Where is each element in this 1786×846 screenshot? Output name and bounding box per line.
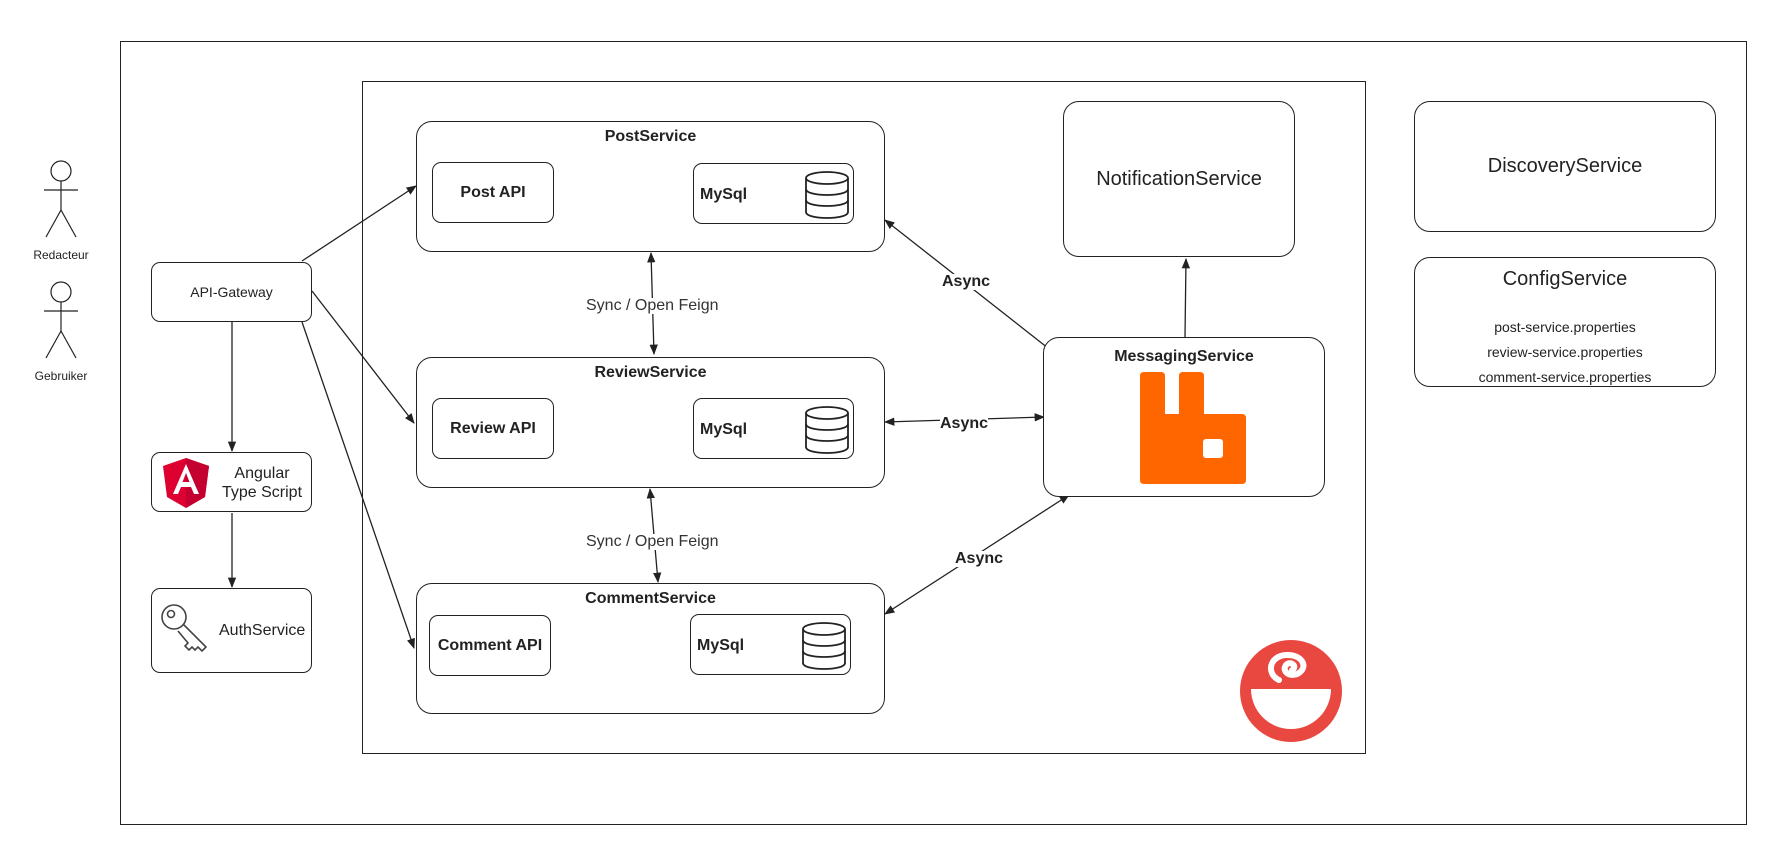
review-api-box[interactable]: Review API <box>432 398 554 459</box>
actor-gebruiker: Gebruiker <box>28 281 94 386</box>
post-api-label: Post API <box>460 183 526 201</box>
comment-db-box[interactable]: MySql <box>690 614 851 675</box>
comment-service-title: CommentService <box>585 590 716 607</box>
comment-api-box[interactable]: Comment API <box>429 615 551 676</box>
review-db-box[interactable]: MySql <box>693 398 854 459</box>
angular-label-line2: Type Script <box>221 484 303 501</box>
comment-api-label: Comment API <box>437 636 543 654</box>
post-db-label: MySql <box>700 186 748 203</box>
api-gateway-label: API-Gateway <box>190 284 273 300</box>
sync-label-post-review: Sync / Open Feign <box>586 297 719 314</box>
config-file-item: review-service.properties <box>1487 344 1643 360</box>
async-label-review: Async <box>940 415 989 432</box>
database-icon <box>805 171 849 219</box>
actor-redacteur: Redacteur <box>28 160 94 265</box>
sync-label-review-comment: Sync / Open Feign <box>586 533 719 550</box>
zipkin-logo-icon <box>1240 640 1342 742</box>
messaging-service-title: MessagingService <box>1114 348 1254 365</box>
config-service-node[interactable]: ConfigService post-service.properties re… <box>1414 257 1716 387</box>
comment-db-label: MySql <box>697 637 745 654</box>
async-label-comment: Async <box>955 550 1004 567</box>
database-icon <box>805 406 849 454</box>
outer-boundary <box>120 41 1747 825</box>
api-gateway-node[interactable]: API-Gateway <box>151 262 312 322</box>
config-file-item: comment-service.properties <box>1478 369 1652 385</box>
post-service-node[interactable]: PostService Post API MySql <box>416 121 885 252</box>
config-service-title: ConfigService <box>1502 268 1628 290</box>
post-db-box[interactable]: MySql <box>693 163 854 224</box>
review-db-label: MySql <box>700 421 748 438</box>
angular-logo-icon <box>163 458 209 508</box>
notification-service-node[interactable]: NotificationService <box>1063 101 1295 257</box>
notification-service-label: NotificationService <box>1096 167 1262 190</box>
messaging-service-node[interactable]: MessagingService <box>1043 337 1325 497</box>
config-file-list: post-service.properties review-service.p… <box>1415 315 1715 390</box>
review-service-title: ReviewService <box>594 364 707 381</box>
rabbitmq-logo-icon <box>1140 372 1246 484</box>
auth-service-node[interactable]: AuthService <box>151 588 312 673</box>
angular-label-line1: Angular <box>234 464 290 482</box>
review-service-node[interactable]: ReviewService Review API MySql <box>416 357 885 488</box>
discovery-service-node[interactable]: DiscoveryService <box>1414 101 1716 232</box>
discovery-service-label: DiscoveryService <box>1487 155 1643 177</box>
auth-service-label: AuthService <box>219 622 306 639</box>
stick-figure-icon <box>44 160 78 238</box>
stick-figure-icon <box>44 281 78 359</box>
key-icon <box>161 604 208 653</box>
actor-gebruiker-label: Gebruiker <box>28 370 94 382</box>
review-api-label: Review API <box>450 419 536 437</box>
comment-service-node[interactable]: CommentService Comment API MySql <box>416 583 885 714</box>
post-service-title: PostService <box>604 128 697 145</box>
actor-redacteur-label: Redacteur <box>28 249 94 261</box>
post-api-box[interactable]: Post API <box>432 162 554 223</box>
database-icon <box>802 622 846 670</box>
config-file-item: post-service.properties <box>1494 319 1636 335</box>
async-label-post: Async <box>942 273 991 290</box>
angular-node[interactable]: Angular Type Script <box>151 452 312 512</box>
